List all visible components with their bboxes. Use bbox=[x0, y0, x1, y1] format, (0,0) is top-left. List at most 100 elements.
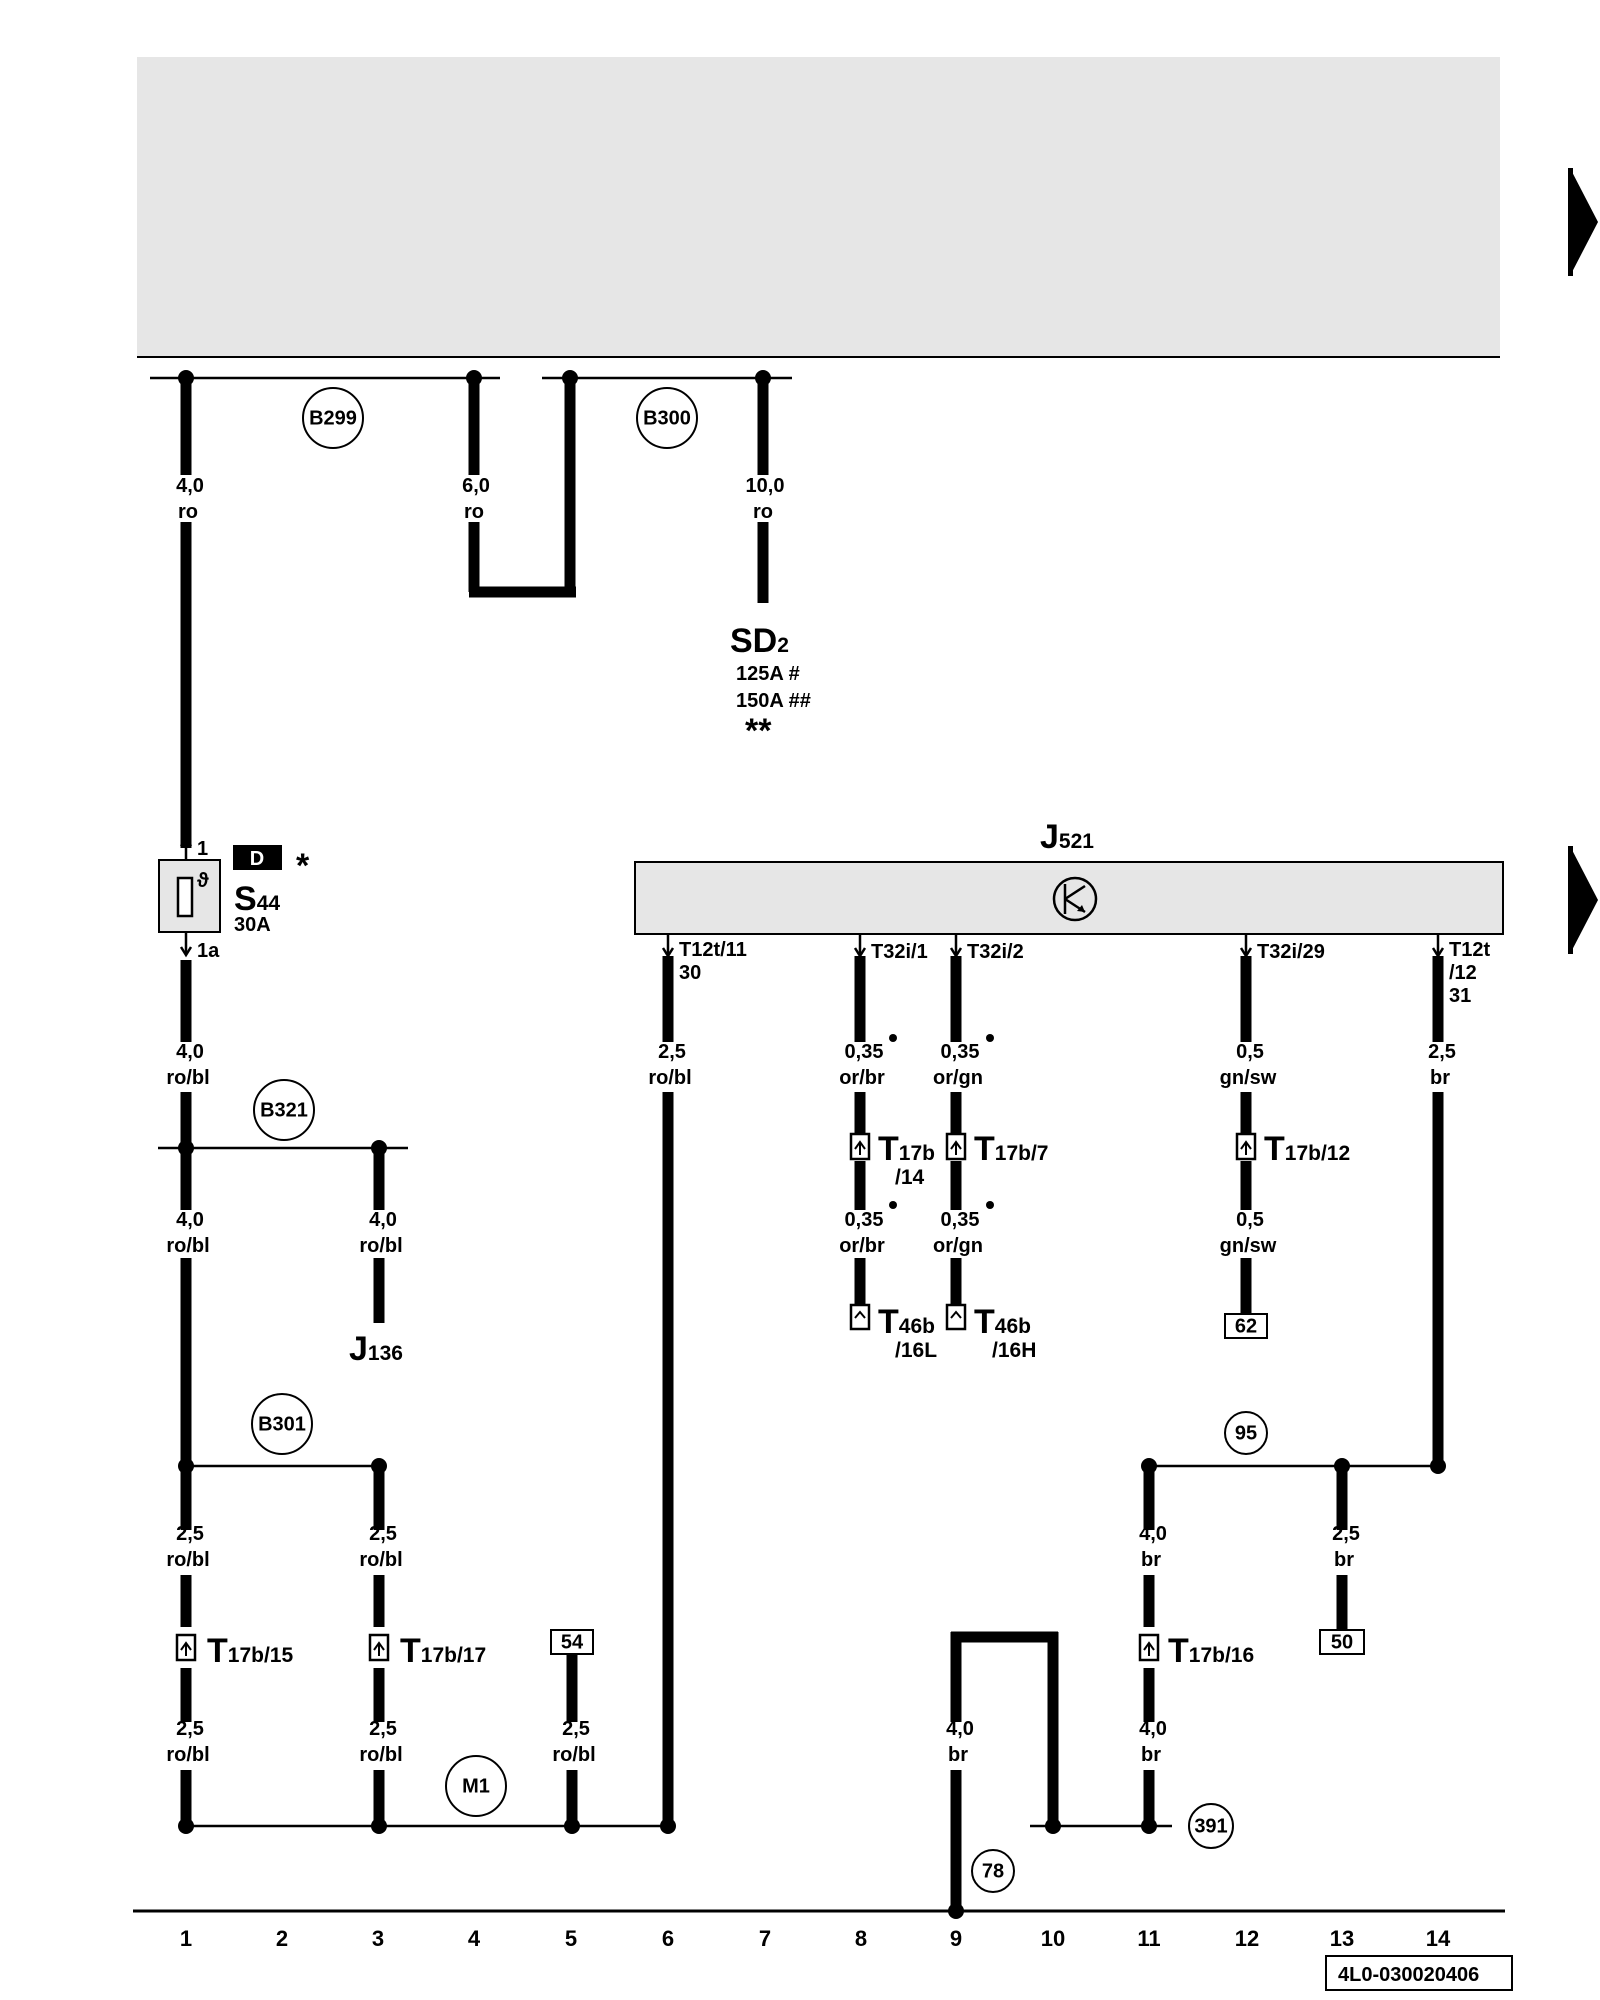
junction-dot bbox=[562, 370, 578, 386]
connector-t46b-16h: T46b /16H bbox=[945, 1303, 1036, 1362]
column-number: 5 bbox=[565, 1926, 577, 1951]
continue-arrow-stem bbox=[1568, 846, 1573, 954]
svg-text:/14: /14 bbox=[895, 1166, 925, 1189]
svg-text:10,0: 10,0 bbox=[746, 475, 785, 497]
wire-label: 4,0 ro/bl bbox=[166, 1041, 209, 1089]
junction-dot bbox=[371, 1818, 387, 1834]
svg-text:78: 78 bbox=[982, 1860, 1004, 1882]
module-pin-t32i-2: T32i/2 bbox=[967, 941, 1024, 963]
svg-text:br: br bbox=[1141, 1744, 1161, 1766]
svg-text:54: 54 bbox=[561, 1631, 584, 1653]
svg-text:br: br bbox=[1430, 1067, 1450, 1089]
svg-text:/16L: /16L bbox=[895, 1339, 937, 1362]
svg-text:50: 50 bbox=[1331, 1631, 1353, 1653]
svg-text:0,5: 0,5 bbox=[1236, 1209, 1264, 1231]
svg-text:2,5: 2,5 bbox=[176, 1523, 204, 1545]
svg-text:6,0: 6,0 bbox=[462, 475, 490, 497]
component-j521-label: J521 bbox=[1040, 818, 1094, 856]
junction-dot bbox=[1430, 1458, 1446, 1474]
svg-text:or/gn: or/gn bbox=[933, 1067, 983, 1089]
column-number: 3 bbox=[372, 1926, 384, 1951]
wire-label: 0,35 or/gn bbox=[933, 1209, 983, 1257]
svg-text:2,5: 2,5 bbox=[369, 1718, 397, 1740]
svg-text:B300: B300 bbox=[643, 407, 691, 429]
svg-text:S44: S44 bbox=[234, 880, 280, 918]
svg-text:2,5: 2,5 bbox=[176, 1718, 204, 1740]
svg-text:391: 391 bbox=[1194, 1815, 1227, 1837]
svg-text:4,0: 4,0 bbox=[369, 1209, 397, 1231]
svg-text:J136: J136 bbox=[349, 1330, 403, 1368]
svg-text:62: 62 bbox=[1235, 1315, 1257, 1337]
svg-text:/16H: /16H bbox=[992, 1339, 1036, 1362]
svg-text:T17b: T17b bbox=[878, 1130, 935, 1168]
column-number: 4 bbox=[468, 1926, 481, 1951]
module-pin-t12t-11: T12t/11 30 bbox=[679, 939, 747, 984]
svg-text:T12t: T12t bbox=[1449, 939, 1490, 961]
wire-label: 2,5 br bbox=[1428, 1041, 1456, 1089]
wire-label: 2,5 ro/bl bbox=[166, 1523, 209, 1571]
wire-label: 2,5 ro/bl bbox=[359, 1523, 402, 1571]
reference-box-62[interactable]: 62 bbox=[1224, 1313, 1268, 1339]
svg-text:ro/bl: ro/bl bbox=[166, 1067, 209, 1089]
reference-circle-391[interactable]: 391 bbox=[1188, 1803, 1234, 1849]
svg-text:B301: B301 bbox=[258, 1413, 306, 1435]
junction-dot bbox=[466, 370, 482, 386]
svg-text:gn/sw: gn/sw bbox=[1220, 1067, 1277, 1089]
svg-text:SD2: SD2 bbox=[730, 622, 789, 660]
svg-text:T17b/15: T17b/15 bbox=[207, 1632, 293, 1670]
fuse-label: S44 30A bbox=[234, 880, 280, 936]
svg-text:br: br bbox=[1141, 1549, 1161, 1571]
svg-text:ro: ro bbox=[464, 501, 484, 523]
svg-text:2,5: 2,5 bbox=[1332, 1523, 1360, 1545]
svg-text:ro/bl: ro/bl bbox=[552, 1744, 595, 1766]
fuse-pin-top: 1 bbox=[197, 838, 208, 860]
column-number: 12 bbox=[1235, 1926, 1259, 1951]
svg-text:31: 31 bbox=[1449, 985, 1471, 1007]
junction-dot bbox=[178, 1818, 194, 1834]
pin-arrow-icon bbox=[179, 946, 193, 958]
wire-label: 0,35 or/gn bbox=[933, 1041, 983, 1089]
svg-text:30A: 30A bbox=[234, 914, 271, 936]
reference-box-54[interactable]: 54 bbox=[550, 1629, 594, 1655]
svg-text:0,35: 0,35 bbox=[845, 1041, 884, 1063]
wire-label: 4,0 br bbox=[1139, 1718, 1167, 1766]
twisted-pair-dot bbox=[986, 1034, 994, 1042]
continue-arrow-icon[interactable] bbox=[1570, 168, 1598, 276]
reference-circle-95[interactable]: 95 bbox=[1224, 1411, 1268, 1455]
column-number: 10 bbox=[1041, 1926, 1065, 1951]
wire-label: 2,5 ro/bl bbox=[552, 1718, 595, 1766]
footer-code-box bbox=[1325, 1955, 1513, 1991]
reference-circle-78[interactable]: 78 bbox=[971, 1849, 1015, 1893]
svg-text:2,5: 2,5 bbox=[562, 1718, 590, 1740]
twisted-pair-dot bbox=[986, 1201, 994, 1209]
svg-text:or/br: or/br bbox=[839, 1067, 885, 1089]
column-number: 8 bbox=[855, 1926, 867, 1951]
column-numbers: 1 2 3 4 5 6 7 8 9 10 11 12 13 14 bbox=[180, 1926, 1451, 1951]
wire-label: 10,0 ro bbox=[746, 475, 785, 523]
electronic-module-icon bbox=[1052, 876, 1098, 922]
svg-text:T17b/16: T17b/16 bbox=[1168, 1632, 1254, 1670]
column-number: 9 bbox=[950, 1926, 962, 1951]
svg-text:ro/bl: ro/bl bbox=[166, 1235, 209, 1257]
wire-label: 6,0 ro bbox=[462, 475, 490, 523]
junction-dot bbox=[1141, 1818, 1157, 1834]
junction-dot bbox=[178, 1458, 194, 1474]
svg-text:0,35: 0,35 bbox=[845, 1209, 884, 1231]
svg-text:2,5: 2,5 bbox=[1428, 1041, 1456, 1063]
fuse-s44[interactable]: ϑ bbox=[158, 859, 221, 933]
reference-box-50[interactable]: 50 bbox=[1319, 1629, 1365, 1655]
svg-text:4,0: 4,0 bbox=[1139, 1523, 1167, 1545]
svg-text:**: ** bbox=[745, 712, 772, 750]
svg-text:ro: ro bbox=[178, 501, 198, 523]
twisted-pair-dot bbox=[889, 1034, 897, 1042]
svg-text:ro/bl: ro/bl bbox=[166, 1744, 209, 1766]
svg-text:ro/bl: ro/bl bbox=[359, 1235, 402, 1257]
junction-dot bbox=[755, 370, 771, 386]
svg-text:ϑ: ϑ bbox=[197, 870, 209, 892]
continue-arrow-icon[interactable] bbox=[1570, 846, 1598, 954]
module-j521[interactable] bbox=[634, 861, 1504, 935]
svg-text:B299: B299 bbox=[309, 407, 357, 429]
twisted-pair-dot bbox=[889, 1201, 897, 1209]
fuse-badge bbox=[233, 845, 282, 870]
svg-text:4,0: 4,0 bbox=[1139, 1718, 1167, 1740]
